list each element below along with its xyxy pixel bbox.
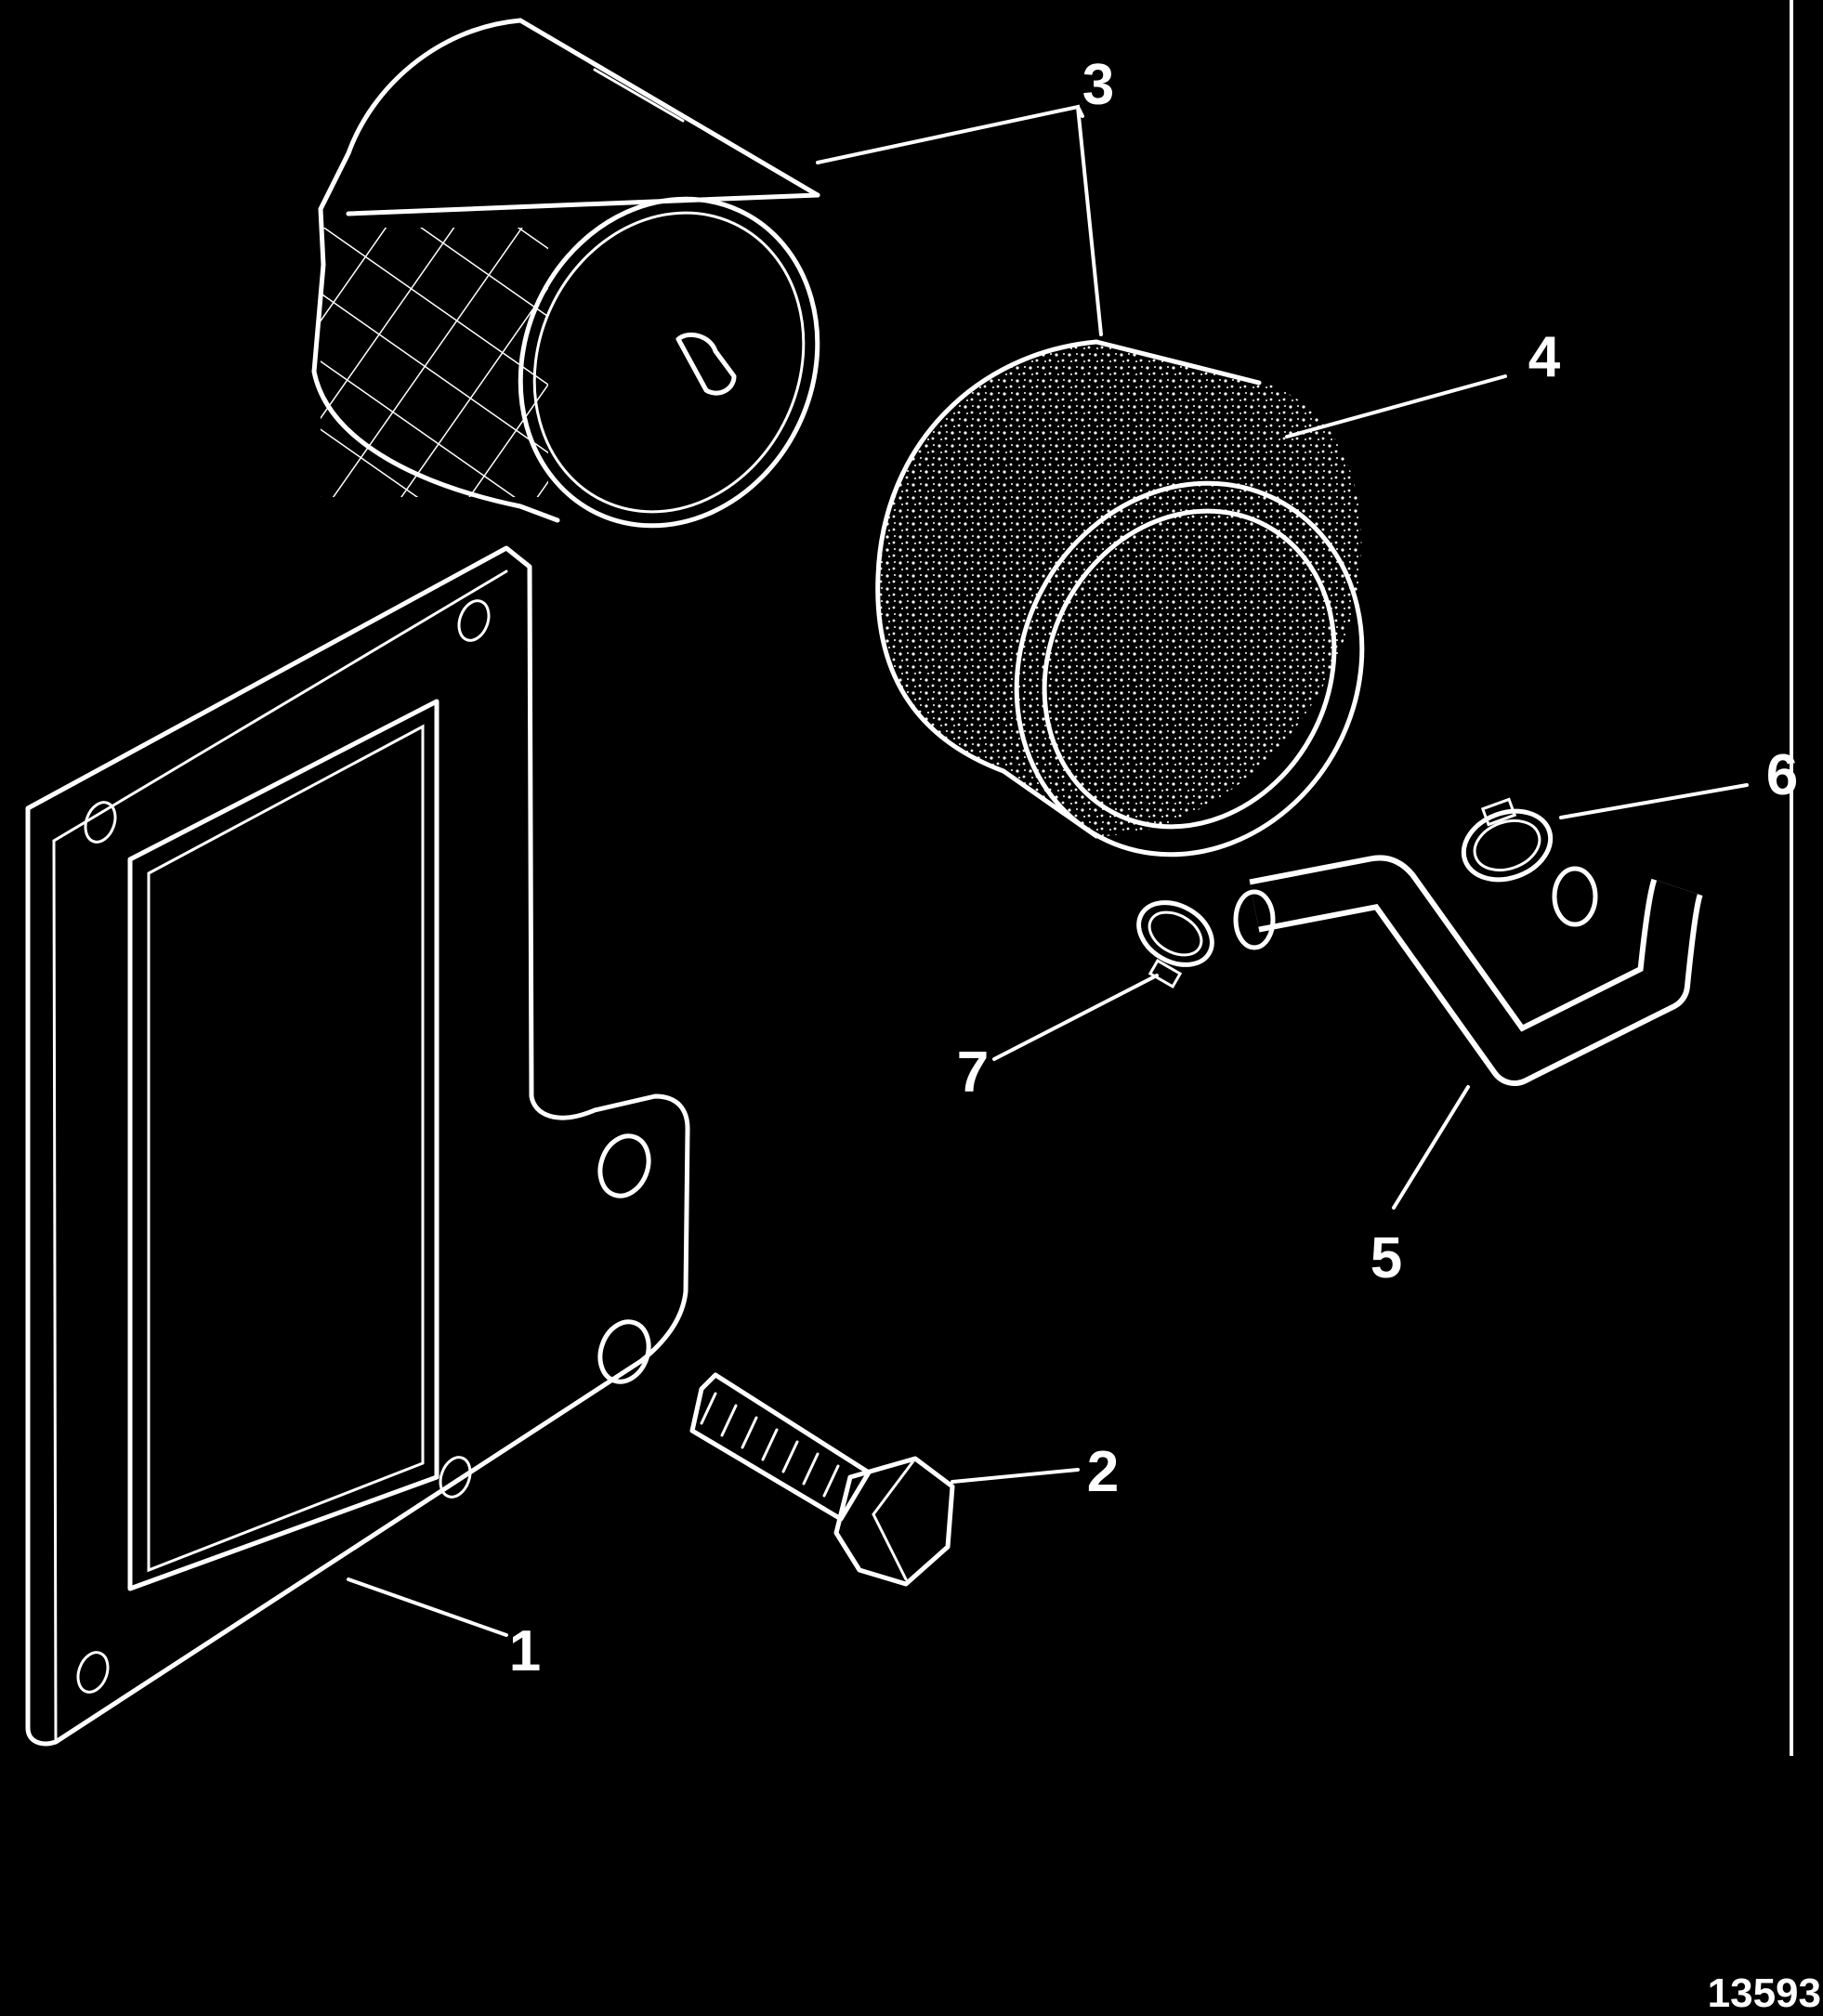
leader-line-2	[951, 1468, 1080, 1484]
leader-line-4	[1285, 374, 1507, 439]
callout-7: 7	[957, 1041, 989, 1105]
callout-3: 3	[1082, 53, 1114, 117]
leader-line-1	[347, 1577, 508, 1637]
callout-4: 4	[1528, 325, 1561, 389]
air-filter-element	[311, 18, 820, 529]
hose-clamp-6	[1461, 797, 1554, 883]
breather-hose	[1233, 855, 1703, 1086]
foam-precleaner	[875, 339, 1365, 857]
base-plate	[25, 545, 690, 1747]
leader-line-3	[816, 104, 1103, 336]
callout-1: 1	[509, 1619, 541, 1683]
callout-5: 5	[1371, 1226, 1402, 1290]
figure-number: 13593	[1708, 1970, 1821, 2016]
filter-mesh-pattern	[321, 228, 548, 497]
leader-line-6	[1559, 783, 1749, 819]
callout-2: 2	[1087, 1440, 1119, 1504]
hex-bolt	[689, 1372, 955, 1587]
hose-clamp-7	[1136, 900, 1214, 988]
leader-line-5	[1392, 1085, 1470, 1210]
callout-6: 6	[1766, 743, 1798, 807]
leader-line-7	[992, 974, 1159, 1061]
